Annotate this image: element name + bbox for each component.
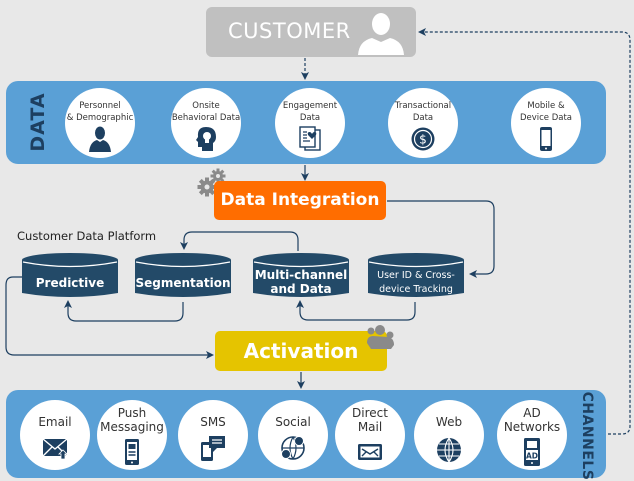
gears-icon [197,168,226,197]
channels-band-title: CHANNELS [579,391,595,481]
data-source-mobile-device: Mobile & Device Data [511,88,581,158]
database-cylinder-icon [253,253,349,297]
data-band-title: DATA [27,92,49,152]
person-icon [89,126,111,152]
data-source-label: Data [299,113,321,124]
channel-label: Networks [503,420,561,434]
data-source-label: & Demographic [66,113,134,124]
database-user-id-cross-device: User ID & Cross-device Tracking [367,252,465,300]
channel-label: Push [117,406,147,420]
database-cylinder-icon [368,253,464,297]
data-source-label: Engagement [282,101,338,111]
ad-phone-icon: AD [524,438,540,466]
arrow-multichannel-to-segmentation [180,231,299,251]
channel-label: Web [435,415,463,429]
phone-chat-icon [201,436,225,461]
database-cylinder-icon [22,253,118,297]
head-lightbulb-icon [196,127,216,151]
arrow-integration-to-userid [387,200,495,278]
channel-label: Direct [352,406,388,420]
data-source-personnel-demographic: Personnel & Demographic [65,88,135,158]
arrow-userid-to-multichannel [296,300,416,321]
data-source-label: Data [412,113,434,124]
channel-label: Social [275,415,311,429]
database-label: Predictive [35,276,105,290]
data-integration-box: Data Integration [214,181,386,220]
channel-label: SMS [200,415,226,429]
data-source-label: Mobile & [527,101,565,111]
database-segmentation: Segmentation [134,252,232,300]
channel-web: Web [414,400,484,470]
data-source-label: Behavioral Data [171,113,241,124]
data-source-label: Transactional [394,101,452,111]
globe-people-icon [281,436,305,460]
dollar-coin-icon: $ [411,127,435,151]
envelope-upload-icon [42,438,68,460]
database-label: Segmentation [135,276,231,290]
customer-label: CUSTOMER [228,19,351,43]
mail-envelope-icon [358,444,382,460]
smartphone-icon [540,127,552,151]
database-predictive: Predictive [21,252,119,300]
document-heart-icon [299,126,321,151]
arrow-predictive-to-activation [5,276,214,359]
arrow-segmentation-to-predictive [64,300,184,322]
user-icon [358,13,404,55]
data-source-label: Personnel [79,101,121,111]
globe-icon [437,437,461,463]
svg-text:$: $ [419,133,427,147]
database-label: User ID & Cross-device Tracking [377,270,455,295]
feedback-loop-arrow [418,28,631,435]
channel-email: Email [20,400,90,470]
mobile-message-icon [125,439,139,465]
data-source-label: Device Data [519,113,573,124]
customer-data-platform-label: Customer Data Platform [17,229,157,243]
channel-label: Mail [357,420,383,434]
channel-label: AD [523,406,541,420]
channel-sms: SMS [178,400,248,470]
activation-box: Activation [215,331,387,371]
data-source-label: Onsite [192,101,220,111]
customer-box: CUSTOMER [206,7,416,57]
database-cylinder-icon [135,253,231,297]
channel-social: Social [258,400,328,470]
channel-label: Email [38,415,72,429]
people-group-icon [367,325,394,349]
svg-text:AD: AD [526,452,538,461]
channel-label: Messaging [100,420,164,434]
